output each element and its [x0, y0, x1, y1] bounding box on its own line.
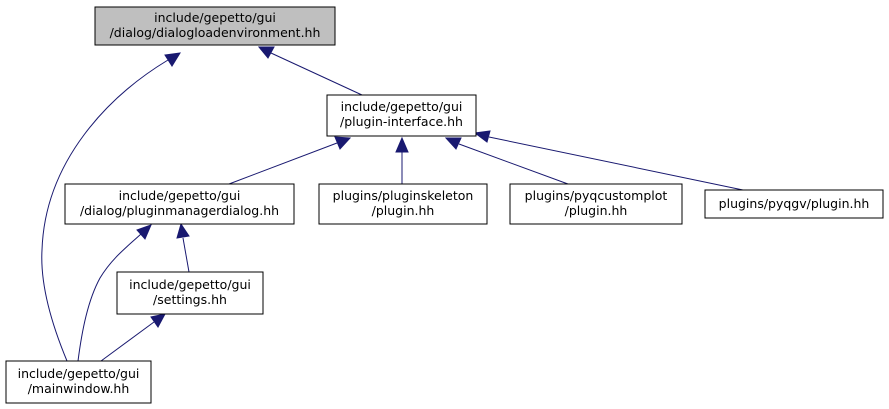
node-box	[318, 183, 488, 225]
node-label-line1: include/gepetto/gui	[341, 99, 463, 114]
node-mainwindow[interactable]: include/gepetto/gui /mainwindow.hh	[5, 360, 152, 404]
edge-pluginmanagerdialog-to-plugin-interface	[228, 136, 352, 185]
node-pyqgv[interactable]: plugins/pyqgv/plugin.hh	[704, 189, 884, 219]
edge-pyqcustomplot-to-plugin-interface	[444, 137, 569, 185]
node-label-line1: plugins/pluginskeleton	[333, 188, 474, 203]
edge-pyqgv-to-plugin-interface	[473, 130, 744, 191]
node-label-line2: /plugin.hh	[565, 203, 628, 218]
edge-plugin-interface-to-dialogloadenvironment	[257, 46, 363, 96]
node-label-line2: /plugin-interface.hh	[340, 114, 463, 129]
node-label-line2: /mainwindow.hh	[28, 381, 130, 396]
node-dialogloadenvironment[interactable]: include/gepetto/gui /dialog/dialogloaden…	[94, 6, 336, 46]
node-label-line1: include/gepetto/gui	[18, 366, 140, 381]
node-box	[5, 360, 152, 404]
node-label-line2: /settings.hh	[153, 292, 227, 307]
edge-mainwindow-to-dialogloadenvironment	[41, 52, 181, 362]
node-box	[326, 94, 477, 137]
node-label-line1: include/gepetto/gui	[119, 188, 241, 203]
node-settings[interactable]: include/gepetto/gui /settings.hh	[116, 271, 264, 315]
edge-settings-to-pluginmanagerdialog	[176, 222, 190, 273]
node-pyqcustomplot[interactable]: plugins/pyqcustomplot /plugin.hh	[509, 183, 683, 225]
node-label-line2: /dialog/dialogloadenvironment.hh	[110, 25, 321, 40]
edge-mainwindow-to-settings	[100, 313, 166, 362]
node-pluginskeleton[interactable]: plugins/pluginskeleton /plugin.hh	[318, 183, 488, 225]
edge-pluginskeleton-to-plugin-interface	[395, 136, 409, 184]
node-label-line2: /dialog/pluginmanagerdialog.hh	[80, 203, 279, 218]
node-label-line1: plugins/pyqgv/plugin.hh	[719, 196, 870, 211]
node-box	[64, 183, 295, 225]
node-box	[509, 183, 683, 225]
node-label-line1: include/gepetto/gui	[154, 10, 276, 25]
node-box	[94, 6, 336, 46]
node-label-line1: include/gepetto/gui	[129, 277, 251, 292]
node-label-line2: /plugin.hh	[372, 203, 435, 218]
node-label-line1: plugins/pyqcustomplot	[525, 188, 668, 203]
node-plugin-interface[interactable]: include/gepetto/gui /plugin-interface.hh	[326, 94, 477, 137]
node-box	[704, 189, 884, 219]
node-pluginmanagerdialog[interactable]: include/gepetto/gui /dialog/pluginmanage…	[64, 183, 295, 225]
edge-mainwindow-to-pluginmanagerdialog	[77, 224, 152, 362]
node-box	[116, 271, 264, 315]
